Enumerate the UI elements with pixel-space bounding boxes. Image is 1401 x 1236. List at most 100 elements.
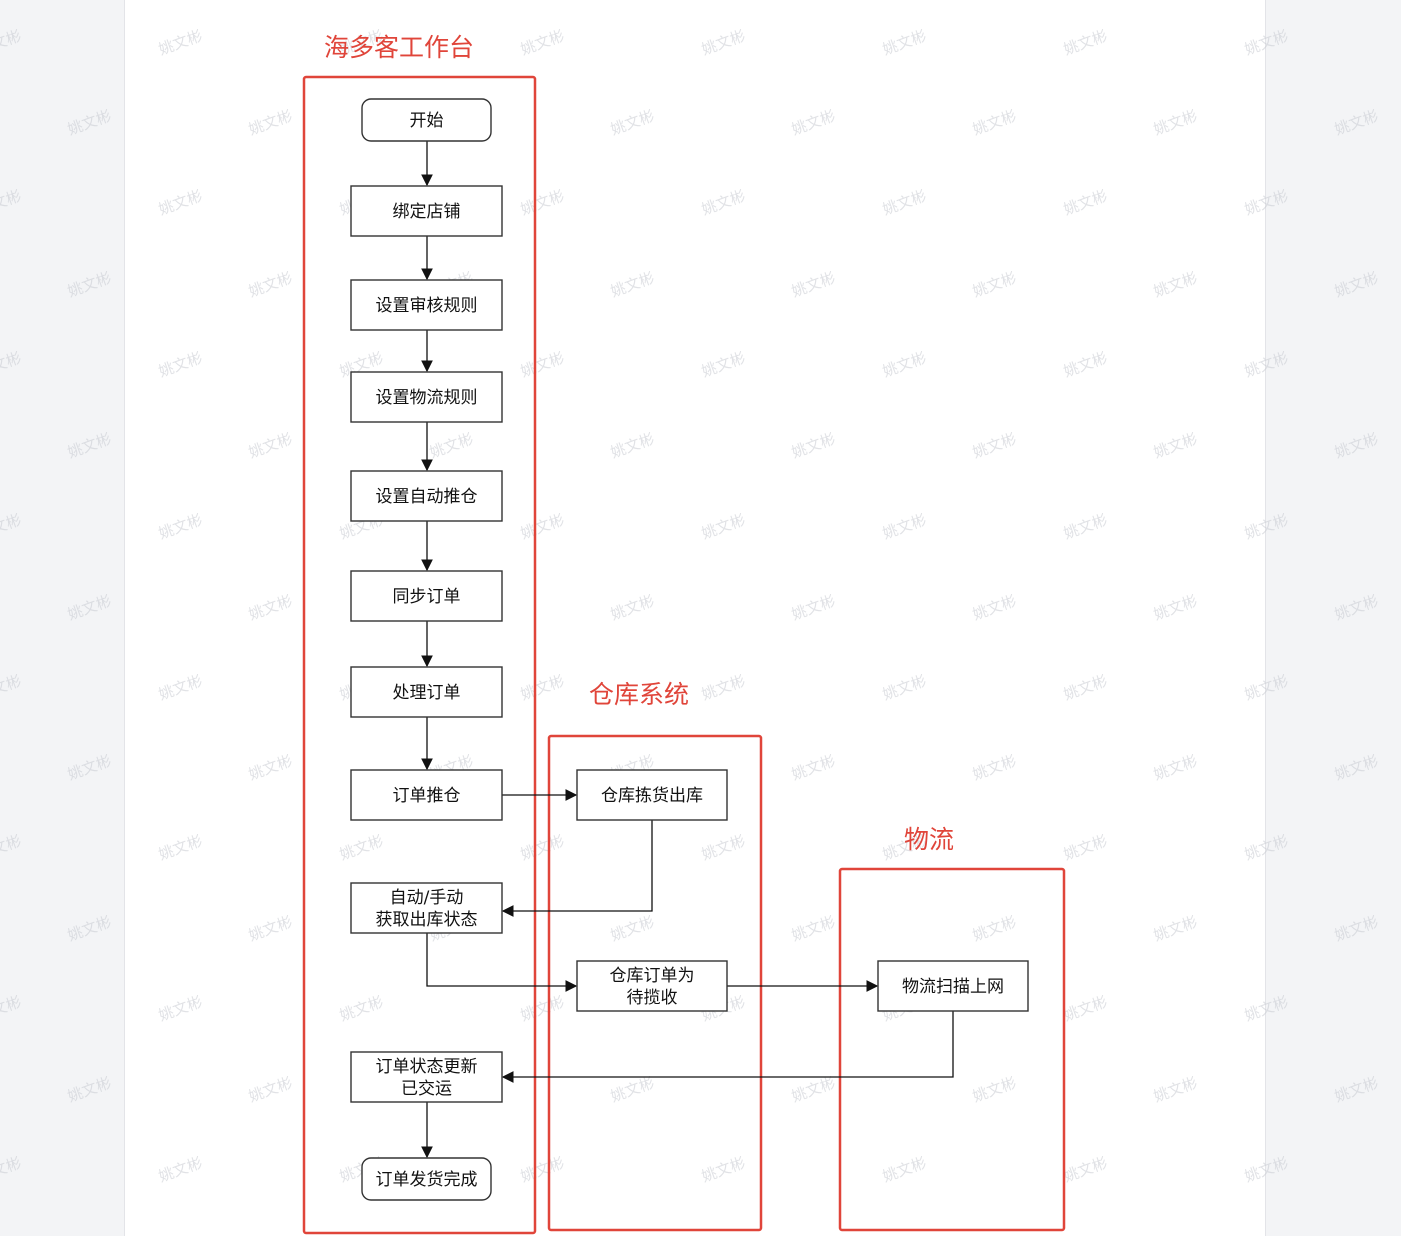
- watermark-text: 姚文彬: [970, 912, 1018, 944]
- watermark-text: 姚文彬: [518, 992, 566, 1024]
- node-box-autopush: [350, 470, 503, 522]
- watermark-text: 姚文彬: [0, 186, 24, 218]
- node-label-sync: 同步订单: [393, 587, 461, 607]
- watermark-text: 姚文彬: [789, 106, 837, 138]
- edge-scan-to-update: [501, 1011, 954, 1083]
- watermark-text: 姚文彬: [1061, 1153, 1109, 1185]
- watermark-text: 姚文彬: [0, 831, 24, 863]
- watermark-text: 姚文彬: [246, 429, 294, 461]
- node-label-pick: 仓库拣货出库: [601, 786, 703, 806]
- watermark-text: 姚文彬: [970, 268, 1018, 300]
- node-box-await: [576, 960, 728, 1012]
- node-pick: 仓库拣货出库: [576, 769, 728, 821]
- node-start: 开始: [361, 98, 492, 142]
- node-box-pick: [576, 769, 728, 821]
- flow-nodes: 开始绑定店铺设置审核规则设置物流规则设置自动推仓同步订单处理订单订单推仓仓库拣货…: [350, 98, 1029, 1201]
- watermark-text: 姚文彬: [337, 831, 385, 863]
- node-label-push: 订单推仓: [393, 786, 461, 806]
- watermark-text: 姚文彬: [880, 186, 928, 218]
- node-label-scan: 物流扫描上网: [902, 977, 1004, 997]
- watermark-text: 姚文彬: [880, 348, 928, 380]
- watermark-text: 姚文彬: [1151, 429, 1199, 461]
- swimlane-title-tms: 物流: [904, 825, 954, 854]
- watermark-text: 姚文彬: [970, 429, 1018, 461]
- node-box-sync: [350, 570, 503, 622]
- watermark-text: 姚文彬: [246, 1073, 294, 1105]
- node-box-push: [350, 769, 503, 821]
- watermark-text: 姚文彬: [156, 510, 204, 542]
- watermark-text: 姚文彬: [156, 831, 204, 863]
- node-box-audit: [350, 279, 503, 331]
- watermark-text: 姚文彬: [246, 268, 294, 300]
- watermark-text: 姚文彬: [1061, 671, 1109, 703]
- node-label-audit: 设置审核规则: [376, 296, 478, 316]
- watermark-text: 姚文彬: [608, 429, 656, 461]
- watermark-text: 姚文彬: [699, 186, 747, 218]
- node-label-update: 订单状态更新: [376, 1057, 478, 1077]
- connectors: [421, 141, 954, 1159]
- watermark-text: 姚文彬: [1332, 591, 1380, 623]
- watermark-text: 姚文彬: [0, 348, 24, 380]
- watermark-text: 姚文彬: [1061, 831, 1109, 863]
- watermark-text: 姚文彬: [1061, 510, 1109, 542]
- watermark-text: 姚文彬: [1242, 1153, 1290, 1185]
- watermark-text: 姚文彬: [970, 591, 1018, 623]
- watermark-text: 姚文彬: [246, 591, 294, 623]
- watermark-text: 姚文彬: [789, 1073, 837, 1105]
- watermark-text: 姚文彬: [1061, 348, 1109, 380]
- edge-pick-to-getstatus: [501, 820, 653, 917]
- watermark-text: 姚文彬: [1061, 186, 1109, 218]
- watermark-text: 姚文彬: [1332, 1073, 1380, 1105]
- watermark-text: 姚文彬: [1151, 1073, 1199, 1105]
- watermark-text: 姚文彬: [880, 510, 928, 542]
- watermark-text: 姚文彬: [608, 912, 656, 944]
- node-label-getstatus: 获取出库状态: [376, 910, 478, 930]
- node-autopush: 设置自动推仓: [350, 470, 503, 522]
- node-box-getstatus: [350, 882, 503, 934]
- node-label-handle: 处理订单: [393, 683, 461, 703]
- watermark-text: 姚文彬: [880, 1153, 928, 1185]
- watermark-text: 姚文彬: [246, 912, 294, 944]
- watermark-text: 姚文彬: [65, 912, 113, 944]
- watermark-text: 姚文彬: [156, 1153, 204, 1185]
- watermark-text: 姚文彬: [0, 1153, 24, 1185]
- watermark-text: 姚文彬: [0, 992, 24, 1024]
- watermark-text: 姚文彬: [0, 510, 24, 542]
- watermark-text: 姚文彬: [699, 26, 747, 58]
- swimlane-title-wms: 仓库系统: [589, 680, 689, 709]
- watermark-text: 姚文彬: [518, 831, 566, 863]
- watermark-text: 姚文彬: [1151, 751, 1199, 783]
- watermark-text: 姚文彬: [156, 186, 204, 218]
- node-label-done: 订单发货完成: [376, 1170, 478, 1190]
- watermark-text: 姚文彬: [970, 1073, 1018, 1105]
- watermark-text: 姚文彬: [1151, 912, 1199, 944]
- watermark-text: 姚文彬: [1242, 671, 1290, 703]
- node-audit: 设置审核规则: [350, 279, 503, 331]
- watermark-text: 姚文彬: [970, 106, 1018, 138]
- watermark-text: 姚文彬: [880, 671, 928, 703]
- watermark-text: 姚文彬: [608, 106, 656, 138]
- node-logi: 设置物流规则: [350, 371, 503, 423]
- watermark-text: 姚文彬: [608, 591, 656, 623]
- watermark-text: 姚文彬: [1332, 912, 1380, 944]
- swimlane-tms: [838, 867, 1066, 1232]
- watermark-text: 姚文彬: [337, 992, 385, 1024]
- document-sheet: [124, 0, 1266, 1236]
- node-handle: 处理订单: [350, 666, 503, 718]
- node-push: 订单推仓: [350, 769, 503, 821]
- watermark-layer: 姚文彬姚文彬姚文彬姚文彬姚文彬姚文彬姚文彬姚文彬姚文彬姚文彬姚文彬姚文彬姚文彬姚…: [0, 26, 1381, 1185]
- edge-getstatus-to-await: [426, 933, 578, 992]
- watermark-text: 姚文彬: [518, 26, 566, 58]
- node-sync: 同步订单: [350, 570, 503, 622]
- watermark-text: 姚文彬: [608, 268, 656, 300]
- watermark-text: 姚文彬: [518, 1153, 566, 1185]
- watermark-text: 姚文彬: [880, 26, 928, 58]
- watermark-text: 姚文彬: [699, 831, 747, 863]
- watermark-text: 姚文彬: [1332, 106, 1380, 138]
- watermark-text: 姚文彬: [699, 348, 747, 380]
- watermark-text: 姚文彬: [65, 1073, 113, 1105]
- swimlane-pdd: [302, 75, 537, 1235]
